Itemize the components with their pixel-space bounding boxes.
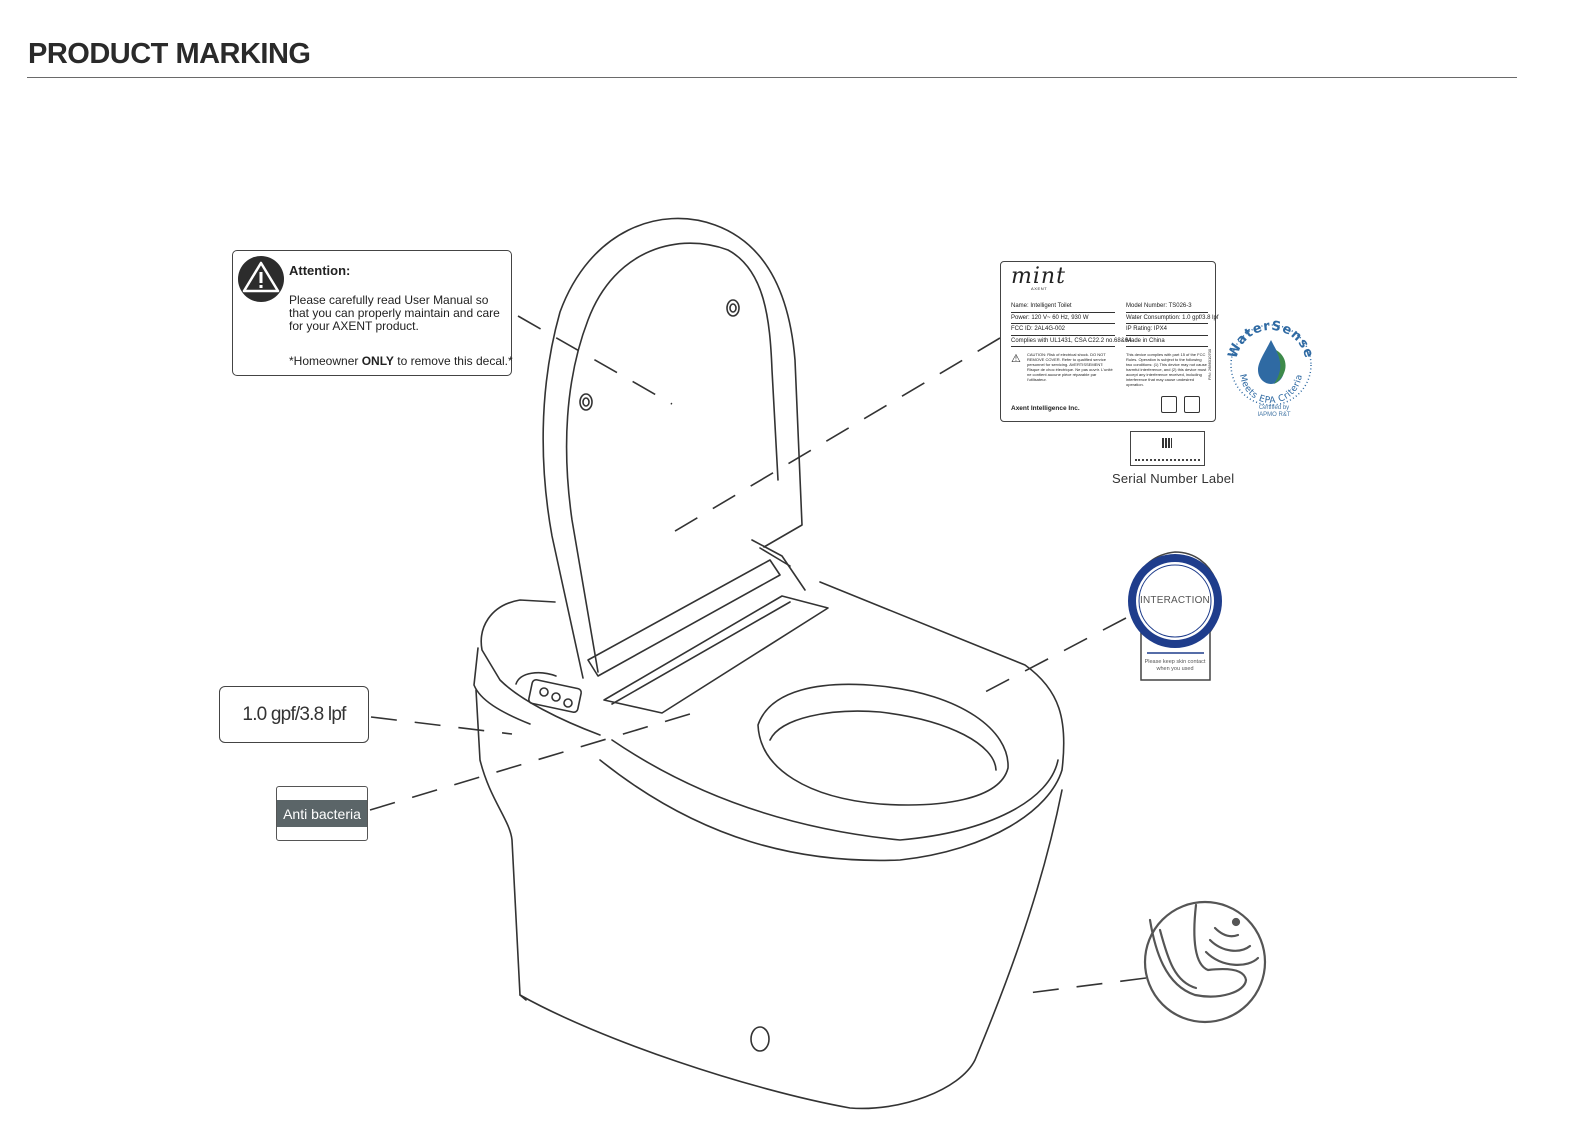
interaction-title: INTERACTION [1140, 595, 1210, 606]
spec-row: Name: Intelligent Toilet [1011, 301, 1115, 313]
spec-row: Model Number: TS026-3 [1126, 301, 1208, 313]
fcc-note: This device complies with part 15 of the… [1126, 352, 1207, 387]
spec-right-column: Model Number: TS026-3 Water Consumption:… [1126, 301, 1219, 347]
foot-kick-sensor-icon [1143, 900, 1267, 1024]
interaction-badge [1128, 551, 1222, 681]
tank-top [480, 599, 601, 736]
seat-outer [599, 581, 1065, 862]
certified-line1: Certified by [1258, 405, 1290, 411]
watersense-badge: WaterSense Meets EPA Criteria [1226, 319, 1316, 406]
anti-bacteria-label: Anti bacteria [276, 786, 368, 841]
spec-row: IP Rating: IPX4 [1126, 324, 1208, 336]
leader-spec-plate [669, 337, 1001, 535]
leader-sensor [1019, 977, 1147, 995]
page-title: PRODUCT MARKING [28, 38, 311, 70]
leader-anti [369, 713, 691, 811]
interaction-note: Please keep skin contact when you used [1144, 659, 1206, 672]
attention-decal: Attention: Please carefully read User Ma… [232, 250, 513, 376]
caution-triangle-icon: ⚠ [1011, 353, 1021, 365]
watersense-certified: Certified by IAPMO R&T [1246, 405, 1302, 419]
attention-body: Please carefully read User Manual so tha… [289, 293, 500, 333]
bowl-inlet [750, 1026, 770, 1052]
leader-rating [370, 716, 513, 735]
leader-interaction [984, 617, 1127, 693]
hinge-bar [587, 559, 781, 677]
lid-inner-outline [565, 242, 779, 673]
spec-row: Complies with UL1431, CSA C22.2 no.68&64 [1011, 336, 1131, 347]
serial-number-caption: Serial Number Label [1112, 471, 1235, 486]
spec-left-column: Name: Intelligent Toilet Power: 120 V~ 6… [1011, 301, 1131, 347]
attention-heading: Attention: [289, 263, 351, 278]
certification-mark-icon [1184, 396, 1200, 413]
spec-row: FCC ID: 2AL4G-002 [1011, 324, 1115, 336]
certification-mark-icon [1161, 396, 1177, 413]
qr-code-icon [1162, 438, 1172, 448]
spec-row: Power: 120 V~ 60 Hz, 930 W [1011, 313, 1115, 324]
serial-barcode [1135, 459, 1200, 461]
serial-number-label [1130, 431, 1205, 466]
spec-row: Made in China [1126, 336, 1208, 347]
caution-text: CAUTION: Risk of electrical shock. DO NO… [1027, 352, 1113, 382]
attention-footer: *Homeowner ONLY to remove this decal.* [289, 354, 513, 368]
brand-sub: AXENT [1031, 286, 1048, 291]
spec-plate: mint AXENT Name: Intelligent Toilet Powe… [1000, 261, 1219, 422]
certified-line2: IAPMO R&T [1257, 412, 1291, 418]
brand-logo: mint [1011, 264, 1066, 289]
lid-outline [542, 217, 803, 679]
caution-block: ⚠ CAUTION: Risk of electrical shock. DO … [1011, 352, 1115, 382]
flush-rating-label: 1.0 gpf/3.8 lpf [219, 686, 369, 743]
spec-row: Water Consumption: 1.0 gpf/3.8 lpf [1126, 313, 1219, 324]
bowl-body [475, 689, 1063, 1110]
watersense-drop-icon [1258, 340, 1284, 384]
anti-bacteria-text: Anti bacteria [277, 800, 367, 827]
seat-opening [757, 683, 1009, 806]
title-rule [27, 77, 1517, 78]
company-name: Axent Intelligence Inc. [1011, 405, 1080, 412]
part-number: P/N: 2686310700 [1207, 348, 1212, 380]
leader-attention [517, 315, 673, 405]
warning-icon [238, 256, 284, 302]
